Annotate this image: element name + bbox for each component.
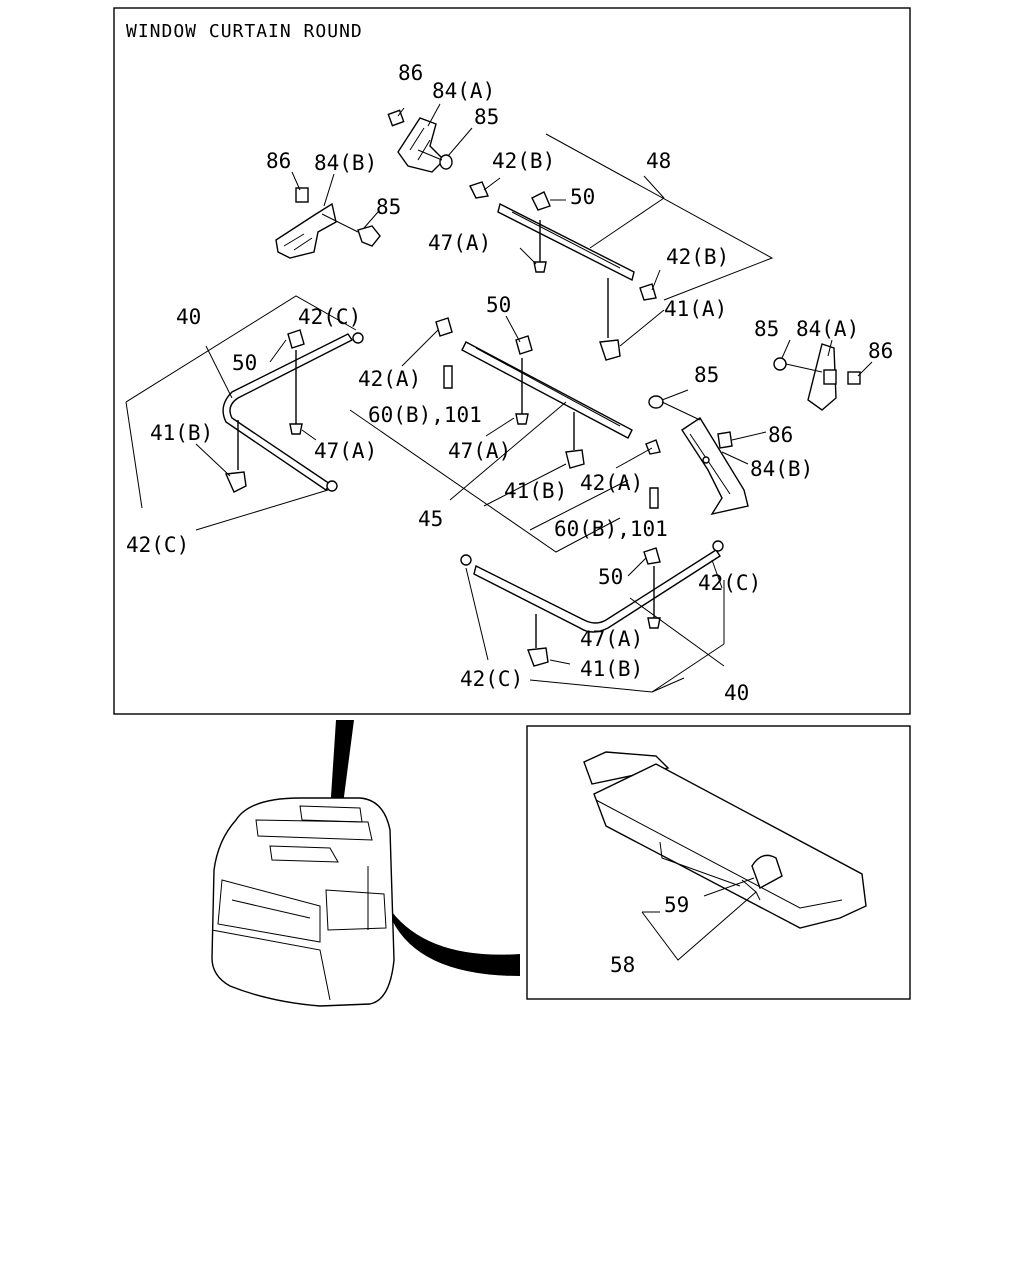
callout-85-left: 85 bbox=[376, 195, 401, 219]
callout-41b-mid: 41(B) bbox=[504, 479, 567, 503]
callout-86-right: 86 bbox=[868, 339, 893, 363]
callout-84b-left: 84(B) bbox=[314, 151, 377, 175]
callout-50-bottom: 50 bbox=[598, 565, 623, 589]
main-diagram-frame bbox=[113, 7, 911, 715]
callout-85-top: 85 bbox=[474, 105, 499, 129]
callout-84b-mid-right: 84(B) bbox=[750, 457, 813, 481]
callout-86-mid-right: 86 bbox=[768, 423, 793, 447]
callout-42b-top: 42(B) bbox=[492, 149, 555, 173]
diagram-title: WINDOW CURTAIN ROUND bbox=[126, 21, 363, 42]
callout-42c-left-bottom: 42(C) bbox=[126, 533, 189, 557]
callout-58: 58 bbox=[610, 953, 635, 977]
callout-86-left: 86 bbox=[266, 149, 291, 173]
callout-47a-left: 47(A) bbox=[314, 439, 377, 463]
rail-40-bottom bbox=[460, 540, 724, 667]
callout-41b-left: 41(B) bbox=[150, 421, 213, 445]
callout-41a: 41(A) bbox=[664, 297, 727, 321]
callout-45: 45 bbox=[418, 507, 443, 531]
callout-42a-right: 42(A) bbox=[580, 471, 643, 495]
callout-85-right: 85 bbox=[754, 317, 779, 341]
bracket-84a-top bbox=[387, 109, 453, 173]
bracket-84b-right bbox=[648, 395, 749, 516]
rail-45 bbox=[435, 317, 661, 469]
callout-42b-right: 42(B) bbox=[666, 245, 729, 269]
callout-40-left: 40 bbox=[176, 305, 201, 329]
callout-41b-bottom: 41(B) bbox=[580, 657, 643, 681]
callout-84a-top: 84(A) bbox=[432, 79, 495, 103]
callout-50-top: 50 bbox=[570, 185, 595, 209]
truck-cab-illustration bbox=[211, 720, 520, 1007]
callout-42c-bottom-left: 42(C) bbox=[460, 667, 523, 691]
rail-40-left bbox=[222, 329, 364, 493]
callout-47a-mid: 47(A) bbox=[448, 439, 511, 463]
callout-42a-left: 42(A) bbox=[358, 367, 421, 391]
callout-60b-left: 60(B),101 bbox=[368, 403, 482, 427]
sun-visor-detail bbox=[583, 751, 867, 929]
callout-42c-bottom-right: 42(C) bbox=[698, 571, 761, 595]
callout-60b-right: 60(B),101 bbox=[554, 517, 668, 541]
callout-48: 48 bbox=[646, 149, 671, 173]
rail-48 bbox=[469, 181, 657, 361]
callout-40-bottom: 40 bbox=[724, 681, 749, 705]
bracket-84a-right bbox=[773, 343, 861, 411]
callout-47a-bottom: 47(A) bbox=[580, 627, 643, 651]
callout-50-left: 50 bbox=[232, 351, 257, 375]
callout-59: 59 bbox=[664, 893, 689, 917]
callout-86-top: 86 bbox=[398, 61, 423, 85]
bracket-84b-left bbox=[275, 187, 381, 259]
callout-50-mid: 50 bbox=[486, 293, 511, 317]
callout-42c-left-top: 42(C) bbox=[298, 305, 361, 329]
callout-47a-top: 47(A) bbox=[428, 231, 491, 255]
callout-85-mid-right: 85 bbox=[694, 363, 719, 387]
detail-inset-frame bbox=[526, 725, 911, 1000]
callout-84a-right: 84(A) bbox=[796, 317, 859, 341]
